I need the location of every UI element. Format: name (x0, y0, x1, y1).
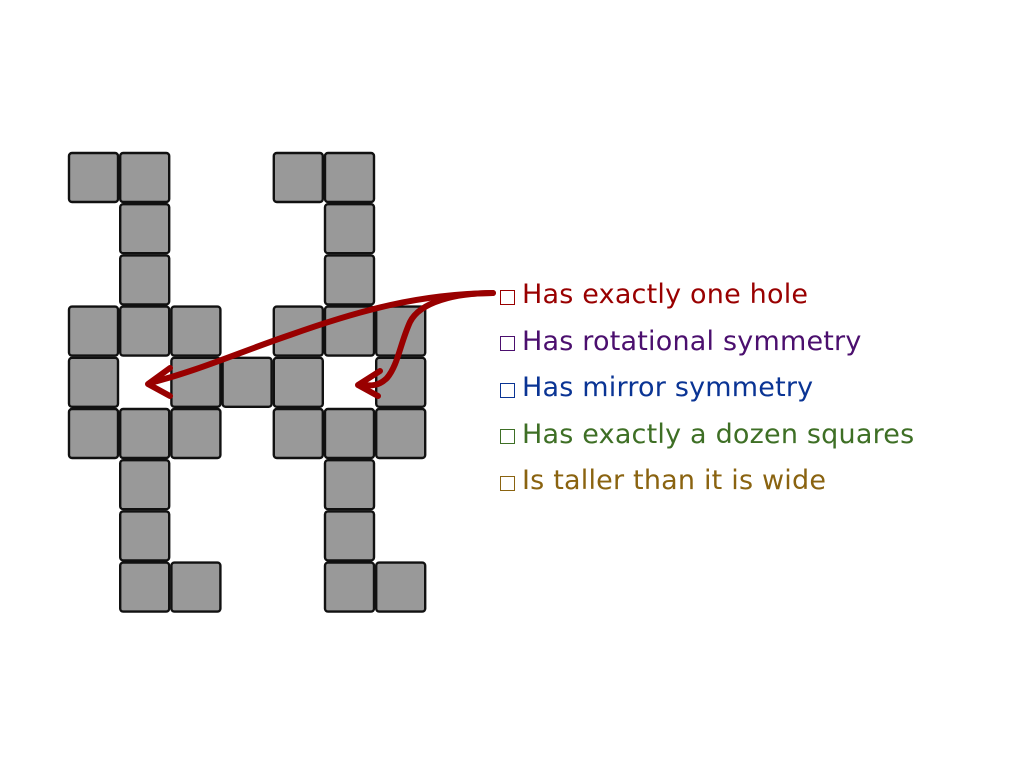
arrow-to-left-hole (147, 290, 496, 386)
checklist-item[interactable]: Has exactly one hole (500, 272, 914, 319)
checklist-label: Has rotational symmetry (522, 325, 862, 357)
grid-square (272, 151, 324, 204)
grid-square (118, 254, 171, 306)
grid-square (323, 254, 376, 306)
checklist-label: Is taller than it is wide (522, 465, 827, 496)
grid-square (118, 305, 171, 357)
grid-square (170, 561, 222, 613)
grid-square (323, 561, 376, 613)
checkbox-icon[interactable] (500, 429, 515, 445)
checklist-item[interactable]: Has mirror symmetry (500, 365, 914, 412)
checkbox-icon[interactable] (500, 382, 515, 398)
arrowhead-right (355, 368, 383, 399)
checkbox-icon[interactable] (500, 289, 515, 305)
grid-square (221, 356, 273, 408)
grid-square (67, 151, 120, 204)
grid-square (118, 407, 171, 460)
checkbox-icon[interactable] (500, 336, 515, 352)
grid-square (67, 407, 120, 460)
arrow-to-right-hole (359, 290, 496, 389)
grid-square (323, 407, 376, 460)
checklist-label: Has exactly a dozen squares (522, 418, 915, 450)
right-shape (272, 151, 427, 613)
grid-square (323, 151, 376, 204)
checklist-item[interactable]: Has exactly a dozen squares (500, 412, 914, 459)
grid-square (272, 356, 324, 408)
grid-square (375, 407, 427, 460)
grid-square (118, 510, 171, 562)
left-shape (67, 151, 273, 613)
grid-square (323, 510, 376, 562)
grid-square (323, 202, 376, 255)
squares-layer (67, 151, 427, 613)
checklist-item[interactable]: Has rotational symmetry (500, 319, 914, 366)
grid-square (323, 459, 376, 511)
grid-square (67, 305, 120, 357)
grid-square (272, 407, 324, 460)
arrows-layer (145, 290, 496, 399)
property-checklist: Has exactly one hole Has rotational symm… (500, 272, 914, 505)
grid-square (118, 459, 171, 511)
checklist-item[interactable]: Is taller than it is wide (500, 458, 914, 505)
arrowhead-left (145, 365, 173, 399)
checkbox-icon[interactable] (500, 475, 515, 491)
grid-square (118, 202, 171, 255)
checklist-label: Has mirror symmetry (522, 372, 814, 403)
grid-square (118, 561, 171, 613)
checklist-label: Has exactly one hole (522, 279, 809, 310)
grid-square (375, 561, 427, 613)
grid-square (67, 356, 120, 408)
grid-square (118, 151, 171, 204)
grid-square (170, 305, 222, 357)
grid-square (170, 407, 222, 460)
